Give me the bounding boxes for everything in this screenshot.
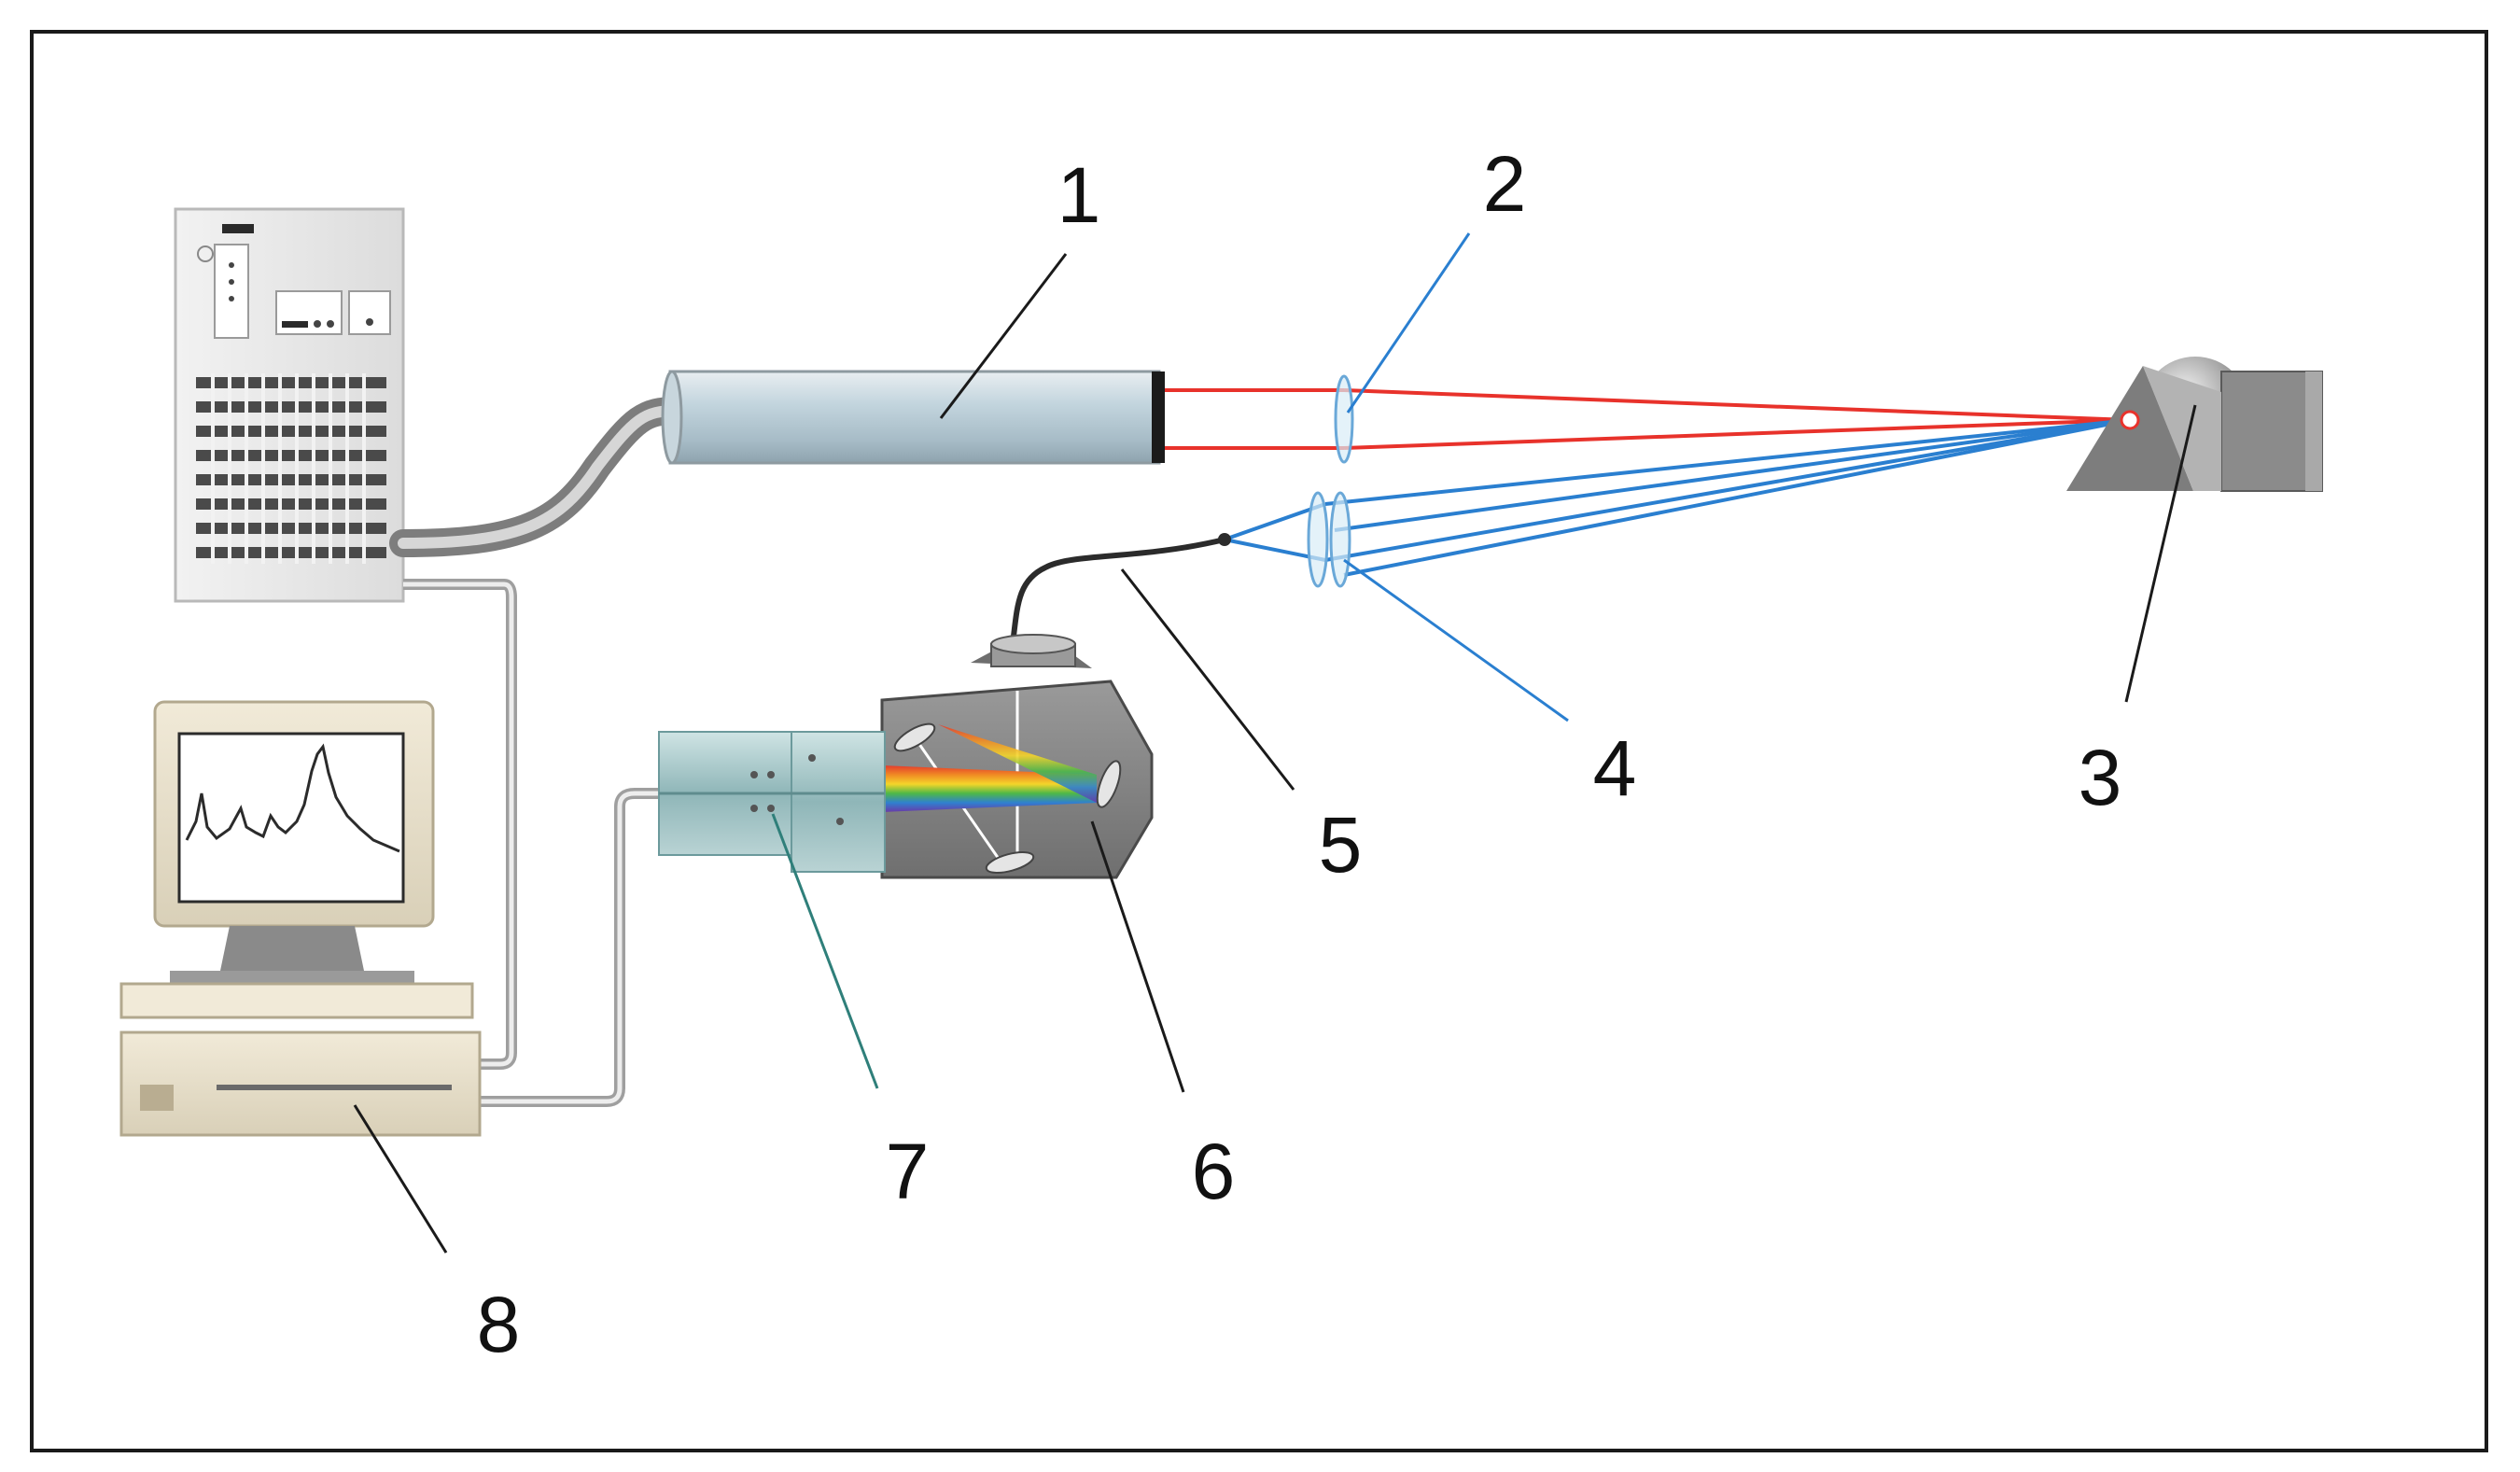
computer-icon <box>119 700 482 1137</box>
label-6: 6 <box>1192 1128 1236 1215</box>
label-5: 5 <box>1319 801 1363 889</box>
label-8: 8 <box>477 1281 521 1368</box>
label-7: 7 <box>886 1128 930 1215</box>
label-2: 2 <box>1483 140 1527 228</box>
label-4: 4 <box>1593 724 1637 812</box>
laser-tube-icon <box>661 370 1165 465</box>
figure-frame <box>30 30 2488 1452</box>
laser-beam <box>1165 388 2131 450</box>
scattered-beam <box>1224 418 2131 577</box>
label-3: 3 <box>2079 734 2122 821</box>
collection-lens-a <box>1307 491 1329 588</box>
focusing-lens <box>1334 374 1354 464</box>
collection-lens-b <box>1329 491 1351 588</box>
raman-spectrum-trace <box>185 743 400 853</box>
detector-icon <box>658 731 886 873</box>
power-supply-icon <box>174 207 405 603</box>
optical-fiber <box>1010 537 1225 645</box>
label-1: 1 <box>1057 151 1101 239</box>
spectrograph-icon <box>880 634 1154 879</box>
leader-lines <box>353 232 2197 1254</box>
